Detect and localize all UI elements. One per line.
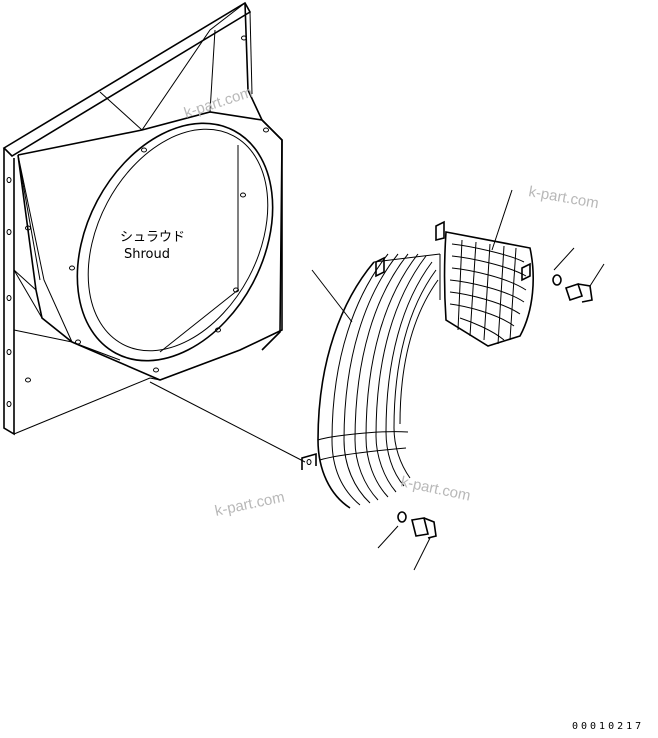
shroud-label-en: Shroud xyxy=(124,247,170,262)
watermark-3: k-part.com xyxy=(399,473,472,504)
washer-upper xyxy=(552,274,562,286)
shroud-label-jp: シュラウド xyxy=(120,230,185,245)
shroud-assembly xyxy=(2,1,306,463)
washer-lower xyxy=(397,511,407,523)
watermark-4: k-part.com xyxy=(213,489,286,520)
watermark-2: k-part.com xyxy=(527,183,600,212)
bolt-lower xyxy=(423,517,437,539)
drawing-code: 00010217 xyxy=(572,721,644,732)
hardware xyxy=(377,247,605,571)
fan-guard-left xyxy=(301,253,441,509)
fan-guard-right xyxy=(435,189,534,347)
bolt-upper xyxy=(577,283,593,303)
watermark-1: k-part.com xyxy=(182,84,255,122)
